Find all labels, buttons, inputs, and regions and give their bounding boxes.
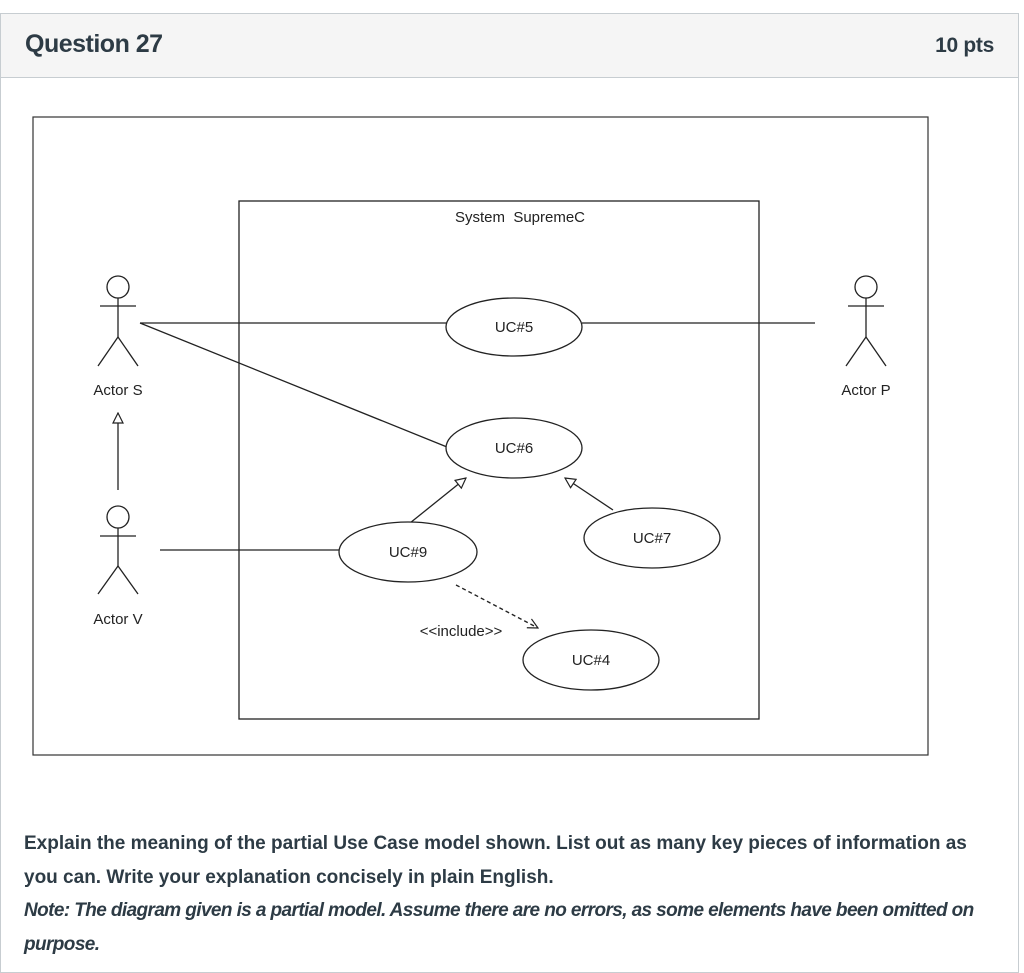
use-case-uc6: UC#6 [445, 417, 583, 479]
question-title: Question 27 [25, 30, 163, 58]
question-header: Question 27 10 pts [1, 14, 1018, 78]
actor-v-stick-figure-icon [97, 505, 139, 595]
actor-s-label: Actor S [93, 382, 142, 399]
use-case-uc9: UC#9 [338, 521, 478, 583]
generalization-uc9-uc6 [409, 478, 466, 524]
svg-text:UC#4: UC#4 [572, 652, 610, 669]
question-prompt: Explain the meaning of the partial Use C… [24, 827, 1004, 961]
prompt-note: Note: The diagram given is a partial mod… [24, 900, 974, 955]
association-s-uc6 [139, 322, 448, 448]
question-points: 10 pts [935, 34, 994, 57]
use-case-uc4: UC#4 [522, 629, 660, 691]
use-case-uc7: UC#7 [583, 507, 721, 569]
actor-p-stick-figure-icon [845, 275, 887, 367]
actor-s-stick-figure-icon [97, 275, 139, 367]
svg-text:UC#5: UC#5 [495, 319, 533, 336]
svg-text:UC#7: UC#7 [633, 530, 671, 547]
system-boundary [238, 200, 760, 720]
generalization-uc7-uc6 [565, 478, 614, 511]
question-card: Question 27 10 pts [0, 13, 1019, 973]
use-case-uc5: UC#5 [445, 297, 583, 357]
system-label: System SupremeC [455, 209, 585, 226]
actor-v-label: Actor V [93, 611, 142, 628]
actor-p-label: Actor P [841, 382, 890, 399]
include-label: <<include>> [420, 623, 503, 640]
prompt-text: Explain the meaning of the partial Use C… [24, 833, 967, 888]
include-uc9-uc4 [455, 584, 538, 628]
svg-text:UC#9: UC#9 [389, 544, 427, 561]
svg-text:UC#6: UC#6 [495, 440, 533, 457]
